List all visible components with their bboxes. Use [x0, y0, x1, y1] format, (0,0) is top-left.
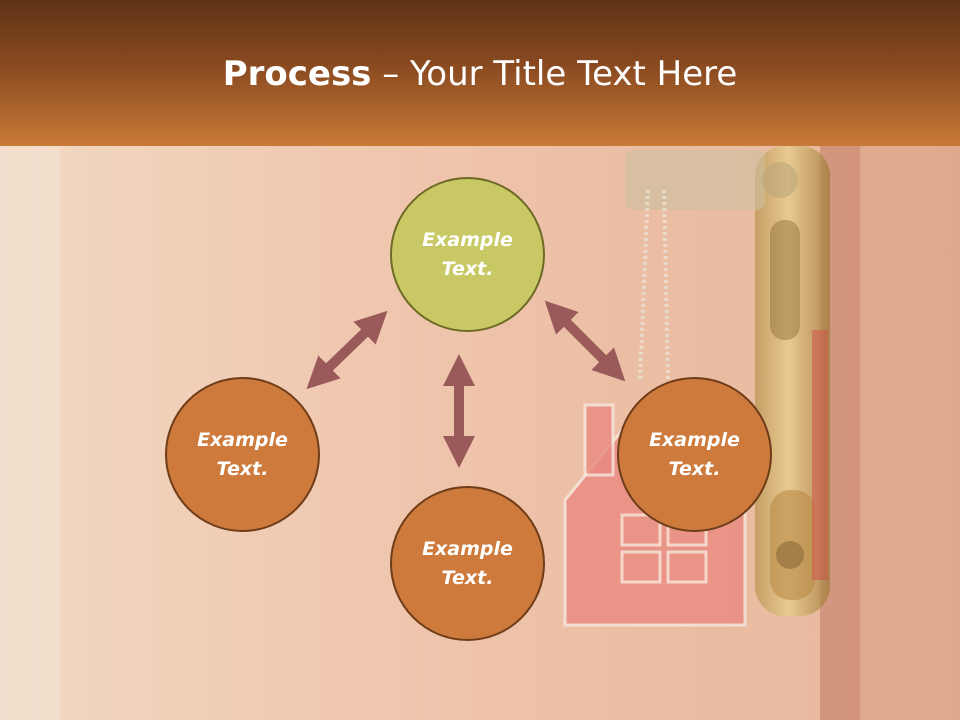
arrow-top-right: [544, 300, 626, 382]
title-bar: [0, 0, 960, 146]
node-left-label: Example Text.: [197, 428, 288, 480]
arrow-left-top: [306, 310, 388, 390]
title-bold: Process: [222, 54, 372, 94]
node-bottom: Example Text.: [390, 486, 545, 641]
node-bottom-label: Example Text.: [422, 537, 513, 589]
node-right-label: Example Text.: [649, 428, 740, 480]
node-top-label: Example Text.: [422, 228, 513, 280]
node-left: Example Text.: [165, 377, 320, 532]
node-right: Example Text.: [617, 377, 772, 532]
slide-title: Process – Your Title Text Here: [0, 52, 960, 96]
node-top: Example Text.: [390, 177, 545, 332]
title-rest: – Your Title Text Here: [371, 54, 738, 94]
